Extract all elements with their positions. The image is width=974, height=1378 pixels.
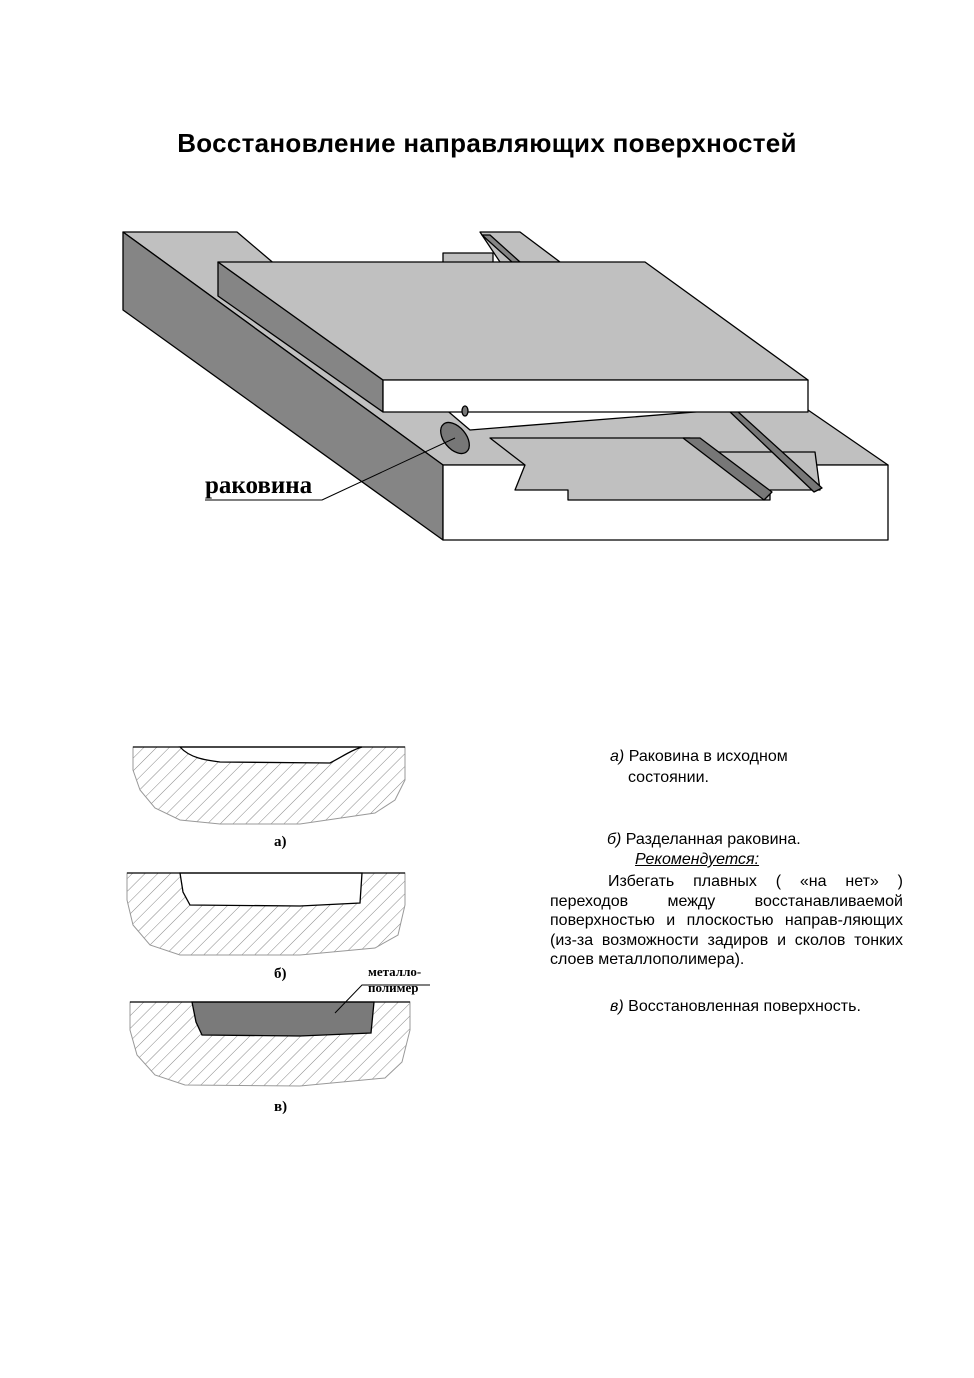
caption-b-marker: б)	[607, 831, 622, 848]
caption-a-line2: состоянии.	[628, 769, 709, 786]
rail-strip-1	[682, 437, 773, 501]
small-defect	[461, 405, 469, 417]
cross-section-a	[132, 746, 406, 825]
caption-a-text: Раковина в исходном	[628, 748, 788, 765]
caption-a: а) Раковина в исходном	[610, 747, 788, 766]
label-v: в)	[274, 1099, 287, 1115]
leader-line	[205, 437, 456, 501]
caption-a-marker: а)	[610, 748, 625, 765]
material-label-1: металло-	[368, 964, 421, 979]
cavity-label: раковина	[205, 472, 313, 499]
caption-b: б) Разделанная раковина.	[607, 830, 801, 849]
caption-v: в) Восстановленная поверхность.	[610, 997, 861, 1016]
label-a: а)	[274, 834, 287, 850]
label-b: б)	[274, 966, 287, 982]
caption-v-marker: в)	[610, 998, 624, 1015]
caption-b-text: Разделанная раковина.	[625, 831, 801, 848]
page-title: Восстановление направляющих поверхностей	[177, 128, 797, 158]
caption-v-text: Восстановленная поверхность.	[628, 998, 861, 1015]
material-label-2: полимер	[368, 980, 418, 995]
guideway-3d-drawing	[122, 231, 889, 541]
cross-section-v	[129, 984, 430, 1087]
recommended-heading: Рекомендуется:	[635, 851, 760, 868]
cross-section-b	[126, 872, 406, 956]
recommendation-text: Избегать плавных ( «на нет» ) переходов …	[550, 873, 903, 968]
carriage-front-face	[382, 379, 809, 413]
